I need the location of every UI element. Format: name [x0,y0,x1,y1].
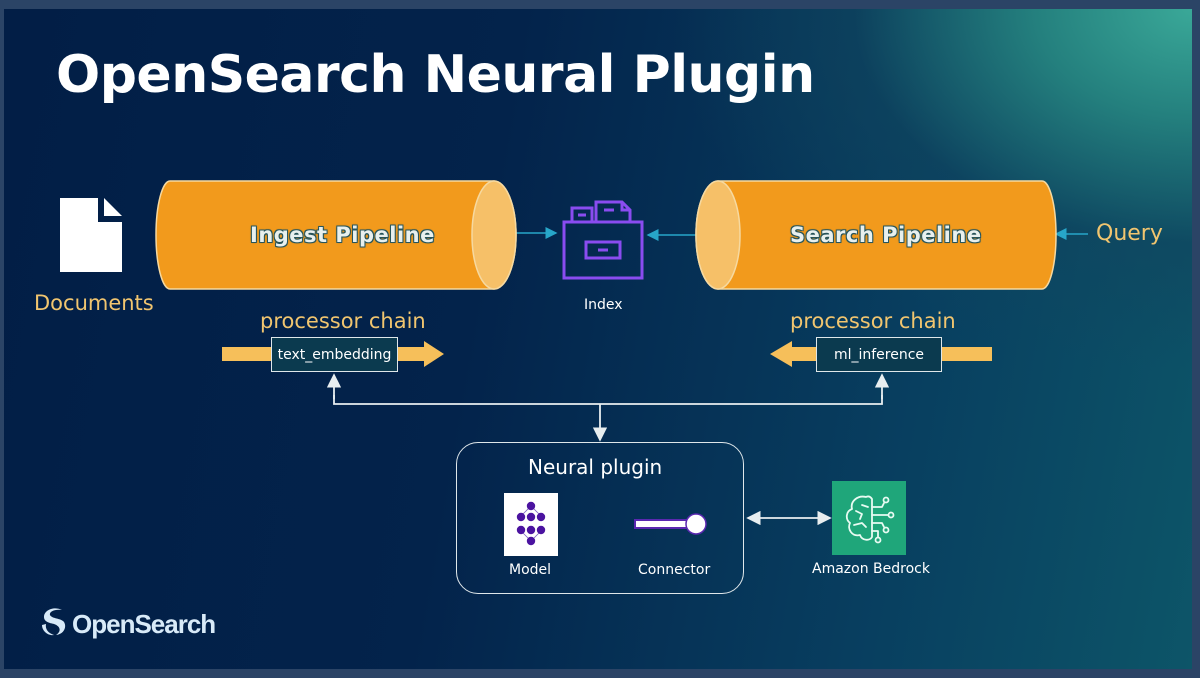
connector-label: Connector [638,562,711,578]
index-label: Index [584,297,623,313]
brain-circuit-icon [832,481,906,555]
search-processor-chain-label: processor chain [790,309,956,333]
opensearch-logo: OpenSearch [40,607,216,641]
model-label: Model [509,562,552,578]
opensearch-logo-text: OpenSearch [72,608,216,639]
neural-plugin-box [456,442,744,594]
amazon-bedrock-label: Amazon Bedrock [812,561,930,577]
documents-label: Documents [34,291,154,315]
ingest-processor-chain-label: processor chain [260,309,426,333]
file-cabinet-icon [560,200,646,286]
connector-icon [634,512,710,540]
search-pipeline [694,179,1060,295]
slide: OpenSearch Neural Plugin [4,9,1192,669]
page-title: OpenSearch Neural Plugin [56,45,815,105]
query-label: Query [1096,221,1163,246]
text-embedding-processor: text_embedding [271,337,398,372]
neural-plugin-title: Neural plugin [528,455,663,479]
ingest-pipeline [154,179,520,295]
connector-bus [333,395,883,405]
ingest-pipeline-label: Ingest Pipeline [250,223,435,247]
search-pipeline-label: Search Pipeline [790,223,982,247]
ml-inference-processor: ml_inference [816,337,942,372]
neural-network-icon [504,493,558,556]
opensearch-logo-icon [40,607,68,641]
document-icon [58,196,124,278]
